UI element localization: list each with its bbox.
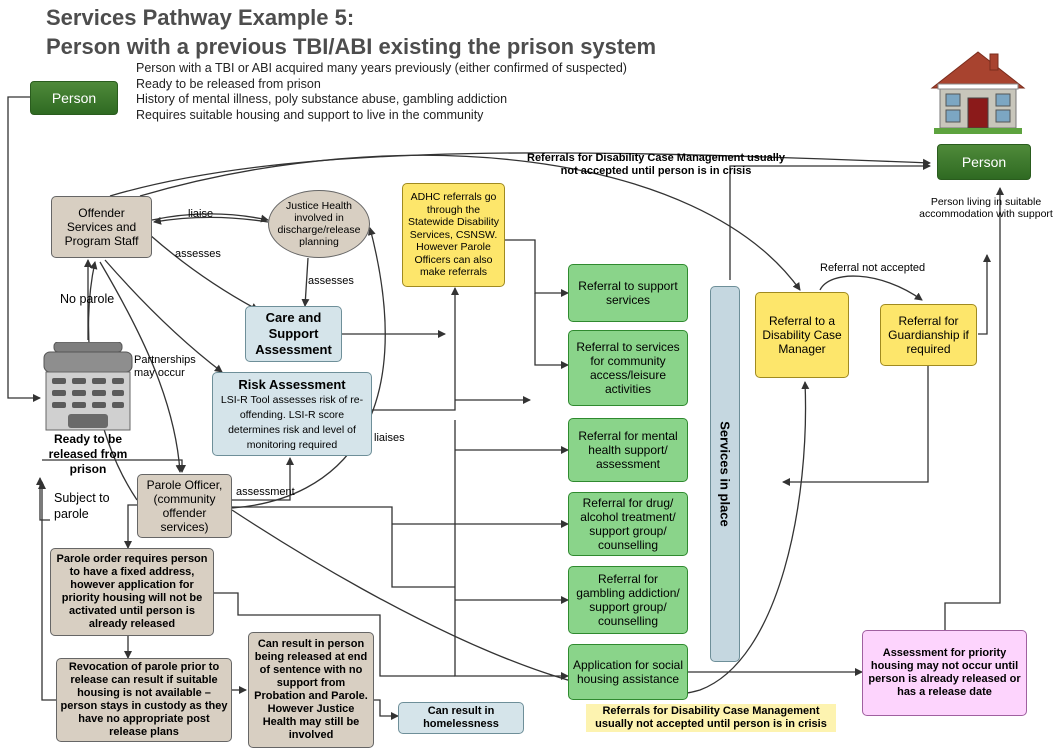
risk-assessment-body: LSI-R Tool assesses risk of re-offending…: [220, 394, 364, 451]
person-end-caption: Person living in suitable accommodation …: [919, 196, 1053, 220]
priority-housing-assessment: Assessment for priority housing may not …: [862, 630, 1027, 716]
disability-note-top: Referrals for Disability Case Management…: [527, 152, 785, 177]
release-end-node: Can result in person being released at e…: [248, 632, 374, 748]
prison-icon: [43, 342, 133, 431]
label-assesses-justice: assesses: [308, 275, 354, 287]
justice-health-node: Justice Health involved in discharge/rel…: [268, 190, 370, 258]
risk-assessment-title: Risk Assessment: [238, 377, 346, 392]
label-assesses: assesses: [175, 248, 221, 260]
adhc-referral-note: ADHC referrals go through the Statewide …: [402, 183, 505, 287]
description-line: Requires suitable housing and support to…: [136, 107, 484, 122]
parole-order-node: Parole order requires person to have a f…: [50, 548, 214, 636]
risk-assessment-node: Risk Assessment LSI-R Tool assesses risk…: [212, 372, 372, 456]
house-icon: [930, 51, 1026, 134]
label-no-parole: No parole: [60, 292, 115, 306]
prison-caption: Ready to be released from prison: [48, 432, 128, 476]
homelessness-node: Can result in homelessness: [398, 702, 524, 734]
description-line: Ready to be released from prison: [136, 76, 321, 91]
label-assessment: assessment: [236, 486, 295, 498]
services-in-place-label: Services in place: [717, 421, 733, 527]
referral-support-services: Referral to support services: [568, 264, 688, 322]
label-partnerships: Partnerships may occur: [134, 354, 196, 379]
application-social-housing: Application for social housing assistanc…: [568, 644, 688, 700]
referral-gambling: Referral for gambling addiction/ support…: [568, 566, 688, 634]
page-title: Services Pathway Example 5:: [46, 5, 355, 30]
person-end-node: Person: [937, 144, 1031, 180]
referral-drug-alcohol: Referral for drug/ alcohol treatment/ su…: [568, 492, 688, 556]
label-liaise: liaise: [188, 208, 214, 220]
referral-disability-case-manager: Referral to a Disability Case Manager: [755, 292, 849, 378]
label-subject-to-parole: Subject to parole: [54, 491, 110, 521]
referral-guardianship: Referral for Guardianship if required: [880, 304, 977, 366]
description-line: History of mental illness, poly substanc…: [136, 92, 508, 106]
label-referral-not-accepted: Referral not accepted: [820, 262, 926, 274]
referral-mental-health: Referral for mental health support/ asse…: [568, 418, 688, 482]
services-in-place-bar: Services in place: [710, 286, 740, 662]
scenario-description: Person with a TBI or ABI acquired many y…: [136, 61, 627, 123]
label-liaises: liaises: [374, 432, 405, 444]
referral-community-access: Referral to services for community acces…: [568, 330, 688, 406]
person-start-node: Person: [30, 81, 118, 115]
page-subtitle: Person with a previous TBI/ABI existing …: [46, 34, 657, 59]
offender-services-node: Offender Services and Program Staff: [51, 196, 152, 258]
care-support-assessment-node: Care and Support Assessment: [245, 306, 342, 362]
description-line: Person with a TBI or ABI acquired many y…: [136, 61, 627, 75]
revocation-node: Revocation of parole prior to release ca…: [56, 658, 232, 742]
parole-officer-node: Parole Officer, (community offender serv…: [137, 474, 232, 538]
disability-note-bottom: Referrals for Disability Case Management…: [586, 704, 836, 732]
